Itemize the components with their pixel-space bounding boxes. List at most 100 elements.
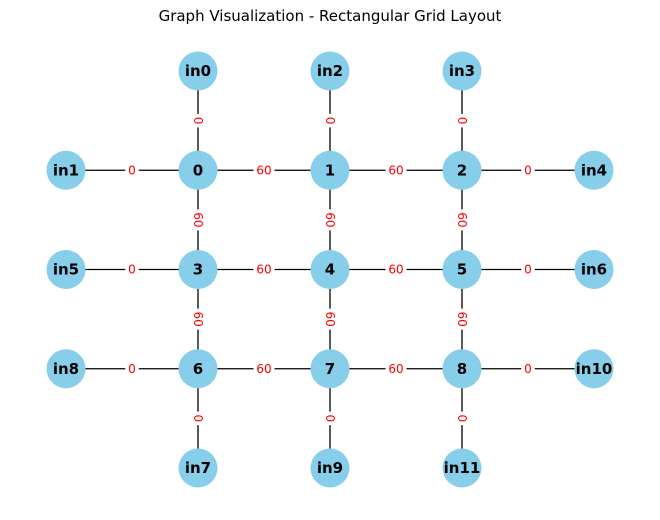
edge-label-background bbox=[323, 308, 337, 330]
edge-label-background bbox=[125, 163, 139, 178]
node-in3: in3 bbox=[442, 51, 482, 91]
edge-label-background bbox=[455, 411, 469, 426]
edge-weight-label: 60 bbox=[256, 263, 271, 277]
node-label: 4 bbox=[325, 261, 335, 279]
edge-4-5: 60 bbox=[330, 262, 462, 277]
edge-in5-3: 0 bbox=[66, 262, 198, 277]
node-5: 5 bbox=[442, 250, 482, 289]
edge-label-background bbox=[253, 262, 275, 277]
edge-weight-label: 60 bbox=[388, 362, 403, 376]
edge-weight-label: 0 bbox=[524, 362, 532, 376]
edge-label-background bbox=[323, 411, 337, 426]
diagram-title: Graph Visualization - Rectangular Grid L… bbox=[158, 7, 502, 25]
edge-weight-label: 0 bbox=[323, 415, 337, 423]
edge-label-background bbox=[253, 361, 275, 376]
node-label: 7 bbox=[325, 360, 335, 378]
node-label: in1 bbox=[53, 161, 79, 179]
node-2: 2 bbox=[442, 150, 482, 190]
node-circle bbox=[310, 250, 350, 289]
node-circle bbox=[310, 448, 350, 488]
edge-label-background bbox=[191, 113, 205, 128]
node-0: 0 bbox=[178, 150, 218, 190]
edge-label-background bbox=[521, 361, 535, 376]
node-label: 8 bbox=[457, 360, 467, 378]
edge-3-4: 60 bbox=[198, 262, 330, 277]
edge-in8-6: 0 bbox=[66, 361, 198, 376]
node-label: 1 bbox=[325, 161, 335, 179]
node-label: in7 bbox=[185, 459, 211, 477]
node-circle bbox=[442, 448, 482, 488]
node-circle bbox=[178, 250, 218, 289]
edge-8-in10: 0 bbox=[462, 361, 594, 376]
edge-label-background bbox=[191, 308, 205, 330]
node-label: in4 bbox=[581, 161, 607, 179]
edge-label-background bbox=[385, 163, 407, 178]
edge-label-background bbox=[455, 209, 469, 231]
node-circle bbox=[178, 448, 218, 488]
edge-weight-label: 60 bbox=[455, 212, 469, 227]
edge-weight-label: 60 bbox=[256, 362, 271, 376]
edge-weight-label: 0 bbox=[128, 263, 136, 277]
node-circle bbox=[574, 150, 614, 190]
node-circle bbox=[442, 51, 482, 91]
node-in5: in5 bbox=[46, 250, 86, 289]
node-circle bbox=[46, 250, 86, 289]
edge-weight-label: 0 bbox=[191, 415, 205, 423]
node-circle bbox=[46, 349, 86, 389]
edge-label-background bbox=[455, 113, 469, 128]
edge-weight-label: 60 bbox=[388, 263, 403, 277]
edge-label-background bbox=[191, 411, 205, 426]
edge-weight-label: 0 bbox=[455, 415, 469, 423]
node-in4: in4 bbox=[574, 150, 614, 190]
edge-7-8: 60 bbox=[330, 361, 462, 376]
node-in9: in9 bbox=[310, 448, 350, 488]
edge-in1-0: 0 bbox=[66, 163, 198, 178]
edge-label-background bbox=[191, 209, 205, 231]
edge-weight-label: 60 bbox=[191, 212, 205, 227]
node-label: in3 bbox=[449, 62, 475, 80]
node-6: 6 bbox=[178, 349, 218, 389]
edge-1-2: 60 bbox=[330, 163, 462, 178]
edge-label-background bbox=[455, 308, 469, 330]
node-in8: in8 bbox=[46, 349, 86, 389]
node-circle bbox=[178, 349, 218, 389]
edge-weight-label: 0 bbox=[128, 163, 136, 177]
node-label: in11 bbox=[444, 459, 481, 477]
node-label: 0 bbox=[193, 161, 203, 179]
node-circle bbox=[442, 250, 482, 289]
node-8: 8 bbox=[442, 349, 482, 389]
node-label: in5 bbox=[53, 261, 79, 279]
edge-weight-label: 0 bbox=[455, 117, 469, 125]
edge-weight-label: 0 bbox=[128, 362, 136, 376]
edge-weight-label: 0 bbox=[191, 117, 205, 125]
node-in0: in0 bbox=[178, 51, 218, 91]
node-circle bbox=[310, 150, 350, 190]
node-circle bbox=[442, 349, 482, 389]
edge-weight-label: 0 bbox=[524, 163, 532, 177]
node-7: 7 bbox=[310, 349, 350, 389]
edge-weight-label: 60 bbox=[455, 311, 469, 326]
node-label: in0 bbox=[185, 62, 211, 80]
edge-label-background bbox=[125, 262, 139, 277]
edge-label-background bbox=[323, 113, 337, 128]
edge-weight-label: 60 bbox=[191, 311, 205, 326]
node-label: 3 bbox=[193, 261, 203, 279]
node-label: in9 bbox=[317, 459, 343, 477]
node-label: in6 bbox=[581, 261, 607, 279]
node-3: 3 bbox=[178, 250, 218, 289]
node-in7: in7 bbox=[178, 448, 218, 488]
edge-label-background bbox=[521, 163, 535, 178]
edge-5-in6: 0 bbox=[462, 262, 594, 277]
node-circle bbox=[178, 150, 218, 190]
node-label: 5 bbox=[457, 261, 467, 279]
edge-2-in4: 0 bbox=[462, 163, 594, 178]
node-label: in2 bbox=[317, 62, 343, 80]
node-circle bbox=[178, 51, 218, 91]
edge-weight-label: 0 bbox=[323, 117, 337, 125]
edge-weight-label: 60 bbox=[323, 212, 337, 227]
edge-weight-label: 60 bbox=[388, 163, 403, 177]
node-in11: in11 bbox=[442, 448, 482, 488]
